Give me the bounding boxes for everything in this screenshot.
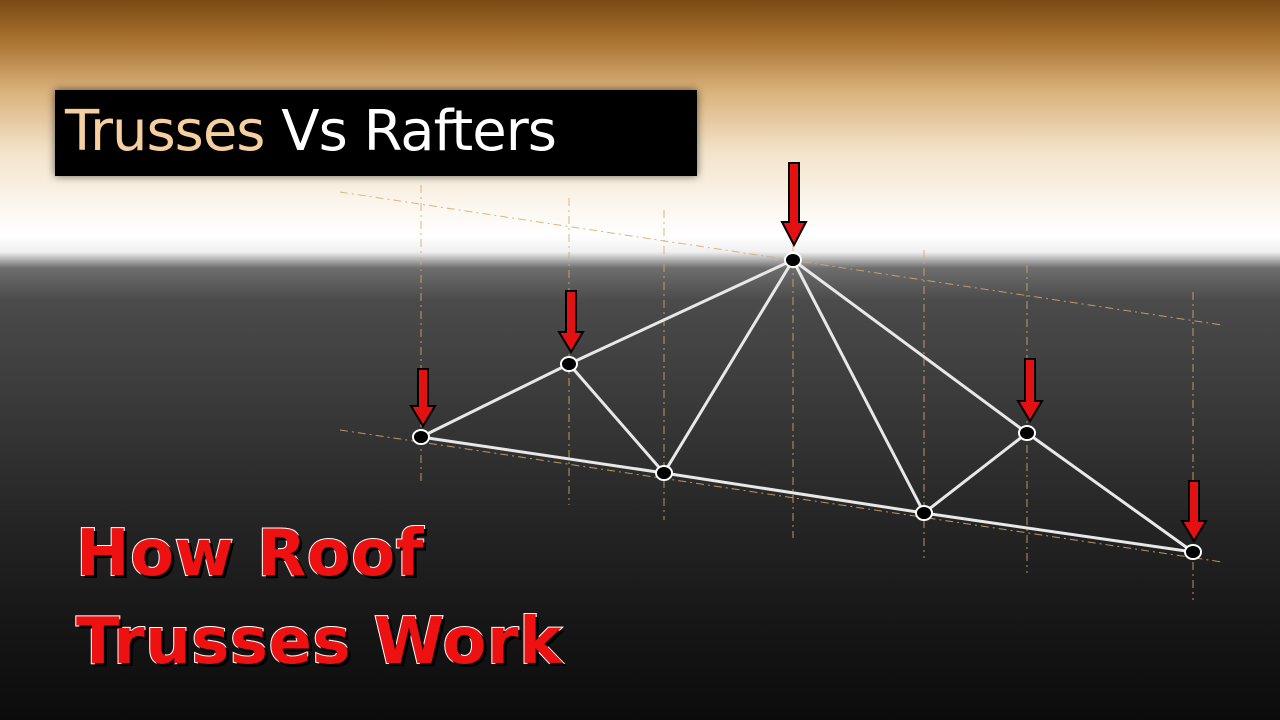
headline-line-1: How Roof <box>75 517 425 591</box>
web-member-3 <box>791 258 926 515</box>
joint-3 <box>655 465 673 481</box>
web-member-1 <box>567 362 666 475</box>
load-arrow-1 <box>409 368 437 428</box>
title-word-trusses: Trusses <box>65 99 265 164</box>
load-arrow-5 <box>1180 480 1208 543</box>
load-arrow-4 <box>1016 358 1044 423</box>
title-text: Trusses Vs Rafters <box>65 99 557 164</box>
title-banner: Trusses Vs Rafters <box>55 90 697 176</box>
joint-4 <box>784 252 802 268</box>
joint-2 <box>560 356 578 372</box>
load-arrow-2 <box>557 290 585 354</box>
top-chord-right-1 <box>791 258 1029 435</box>
joint-7 <box>1184 544 1202 560</box>
web-member-2 <box>662 258 795 475</box>
web-member-4 <box>922 431 1029 515</box>
load-arrow-3 <box>780 162 808 248</box>
bottom-chord-3 <box>922 511 1195 554</box>
top-chord-right-2 <box>1025 431 1195 554</box>
guide-line-top <box>339 191 1223 326</box>
load-arrows <box>409 162 1208 543</box>
bottom-chord-2 <box>662 471 926 515</box>
top-chord-left-1 <box>419 362 571 439</box>
title-word-vs-rafters: Vs Rafters <box>281 99 557 164</box>
joint-5 <box>915 505 933 521</box>
truss-members <box>419 258 1195 554</box>
top-chord-left-2 <box>567 258 795 366</box>
guide-line-bottom <box>339 429 1223 563</box>
joint-1 <box>412 429 430 445</box>
joint-6 <box>1018 425 1036 441</box>
headline-line-2: Trusses Work <box>75 605 563 679</box>
bottom-chord-1 <box>419 435 666 475</box>
truss-joints <box>412 252 1202 560</box>
